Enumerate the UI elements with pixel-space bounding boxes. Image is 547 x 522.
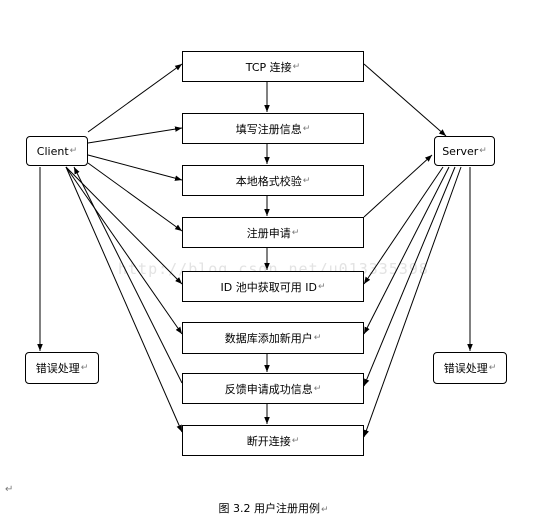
client-arrow [87, 63, 183, 133]
step-disconnect: 断开连接↵ [182, 425, 364, 456]
step-db-add-user: 数据库添加新用户↵ [182, 322, 364, 354]
figure-caption: 图 3.2 用户注册用例↵ [218, 502, 329, 515]
client-arrow [87, 162, 183, 232]
server-arrow [363, 166, 456, 387]
client-arrow [65, 166, 183, 433]
server-node: Server↵ [434, 136, 495, 166]
client-arrow [65, 166, 183, 335]
step-feedback-success: 反馈申请成功信息↵ [182, 373, 364, 404]
client-arrow [87, 126, 183, 144]
server-arrow [363, 154, 433, 218]
step-tcp-connect: TCP 连接↵ [182, 51, 364, 82]
server-error-node: 错误处理↵ [433, 352, 507, 384]
server-arrow [363, 63, 447, 137]
client-node: Client↵ [26, 136, 88, 166]
step-register-request: 注册申请↵ [182, 217, 364, 248]
paragraph-mark: ↵ [5, 484, 14, 495]
server-arrow [363, 166, 444, 285]
client-error-node: 错误处理↵ [25, 352, 99, 384]
client-arrow [65, 166, 183, 285]
return-arrow [73, 166, 183, 384]
step-local-validate: 本地格式校验↵ [182, 165, 364, 196]
server-arrow [363, 166, 462, 438]
step-fill-info: 填写注册信息↵ [182, 113, 364, 144]
step-get-id: ID 池中获取可用 ID↵ [182, 271, 364, 302]
client-arrow [87, 154, 183, 181]
server-arrow [363, 166, 450, 335]
